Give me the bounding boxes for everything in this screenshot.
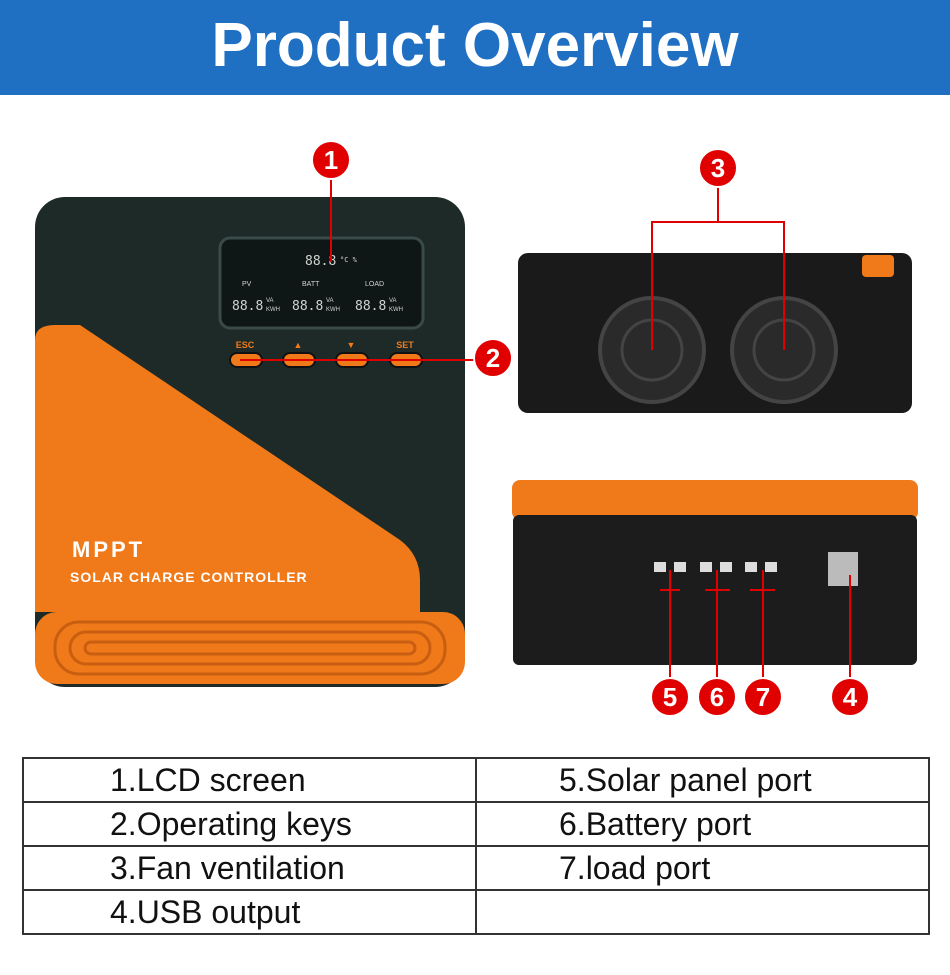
load-kwh-unit: KWH [389, 307, 403, 313]
down-key-label: ▼ [347, 340, 356, 350]
table-row: 4.USB output [22, 889, 930, 935]
temp-unit-label: °C % [340, 256, 358, 264]
controller-bottom-side [512, 480, 918, 665]
table-cell: 4.USB output [22, 889, 477, 935]
table-cell: 2.Operating keys [22, 801, 477, 847]
header-banner: Product Overview [0, 0, 950, 95]
table-cell: 3.Fan ventilation [22, 845, 477, 891]
callout-5: 5 [663, 682, 677, 712]
load-va-unit: VA [389, 298, 397, 304]
brand-label: MPPT [72, 537, 145, 562]
controller-front: 88.8 °C % 88.8 88.8 88.8 VA KWH VA KWH V… [35, 197, 465, 687]
load-label: LOAD [365, 281, 384, 288]
esc-key-label: ESC [236, 340, 255, 350]
pv-label: PV [242, 281, 252, 288]
set-key-label: SET [396, 340, 414, 350]
table-cell: 1.LCD screen [22, 757, 477, 803]
batt-label: BATT [302, 281, 320, 288]
page-title: Product Overview [211, 11, 739, 80]
callout-1: 1 [324, 145, 338, 175]
table-cell: 6.Battery port [475, 801, 930, 847]
load-reading: 88.8 [355, 299, 386, 314]
pv-va-unit: VA [266, 298, 274, 304]
pv-kwh-unit: KWH [266, 307, 280, 313]
table-cell [475, 889, 930, 935]
callout-3: 3 [711, 153, 725, 183]
callout-4: 4 [843, 682, 858, 712]
batt-kwh-unit: KWH [326, 307, 340, 313]
table-cell: 7.load port [475, 845, 930, 891]
controller-fan-side [518, 253, 912, 413]
up-key-label: ▲ [294, 340, 303, 350]
usb-ports [828, 552, 858, 586]
pv-reading: 88.8 [232, 299, 263, 314]
table-cell: 5.Solar panel port [475, 757, 930, 803]
product-subtitle: SOLAR CHARGE CONTROLLER [70, 569, 308, 585]
batt-va-unit: VA [326, 298, 334, 304]
callout-6: 6 [710, 682, 724, 712]
batt-temp-reading: 88.8 [305, 254, 336, 269]
batt-reading: 88.8 [292, 299, 323, 314]
callout-7: 7 [756, 682, 770, 712]
lcd-screen [218, 236, 425, 330]
callout-2: 2 [486, 343, 500, 373]
